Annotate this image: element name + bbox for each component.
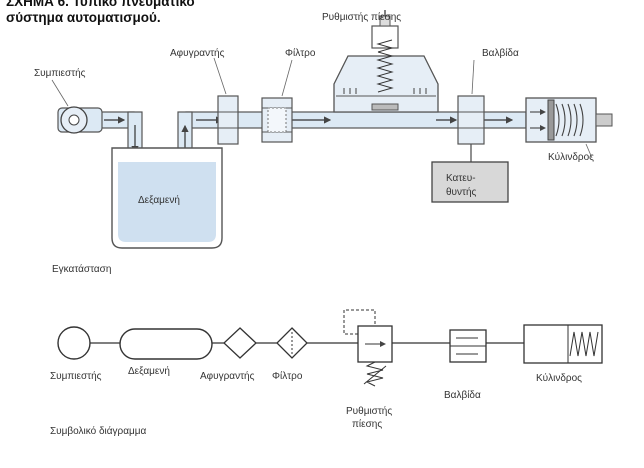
dryer-icon (217, 95, 239, 145)
valve-symbol-icon (449, 329, 487, 363)
figure-title-line2: σύστημα αυτοματισμού. (6, 10, 161, 25)
label-pressure-regulator: Ρυθμιστής πίεσης (322, 11, 401, 23)
pressure-regulator-icon (333, 10, 439, 113)
filter-symbol-icon (276, 327, 308, 359)
sym-label-compressor: Συμπιεστής (50, 370, 102, 382)
sym-label-filter: Φίλτρο (272, 370, 303, 382)
sym-label-tank: Δεξαμενή (128, 365, 170, 377)
label-valve: Βαλβίδα (482, 47, 519, 59)
symbolic-diagram: Συμπιεστής Δεξαμενή Αφυγραντής Φίλτρο Ρυ… (50, 309, 603, 437)
filter-icon (261, 97, 293, 143)
installation-section-label: Εγκατάσταση (52, 263, 111, 275)
figure-title-line1: ΣΧΗΜΑ 6. Τυπικό πνευματικό (6, 0, 195, 9)
label-director-line2: θυντής (446, 186, 477, 198)
sym-label-regulator-line1: Ρυθμιστής (346, 405, 392, 417)
compressor-symbol-icon (57, 326, 91, 360)
label-tank: Δεξαμενή (138, 194, 180, 206)
label-dryer: Αφυγραντής (170, 47, 225, 59)
regulator-symbol-icon (343, 309, 393, 387)
tank-symbol-icon (119, 328, 213, 360)
tank-icon (111, 147, 223, 249)
cylinder-symbol-icon (523, 324, 603, 364)
label-filter: Φίλτρο (285, 47, 316, 59)
valve-icon (457, 95, 485, 162)
installation-drawing: Συμπιεστής Δεξαμενή Αφυγραντής Φίλτρο (34, 10, 613, 275)
director-box (431, 161, 509, 203)
sym-label-valve: Βαλβίδα (444, 389, 481, 401)
symbolic-section-label: Συμβολικό διάγραμμα (50, 425, 147, 437)
label-compressor: Συμπιεστής (34, 67, 86, 79)
sym-label-cylinder: Κύλινδρος (536, 372, 582, 384)
compressor-icon (57, 106, 103, 134)
sym-label-regulator-line2: πίεσης (352, 418, 382, 430)
label-director-line1: Κατευ- (446, 173, 476, 184)
figure-title: ΣΧΗΜΑ 6. Τυπικό πνευματικό σύστημα αυτομ… (6, 0, 195, 26)
dryer-symbol-icon (223, 327, 257, 359)
label-cylinder: Κύλινδρος (548, 151, 594, 163)
cylinder-icon (525, 97, 613, 143)
sym-label-dryer: Αφυγραντής (200, 370, 255, 382)
